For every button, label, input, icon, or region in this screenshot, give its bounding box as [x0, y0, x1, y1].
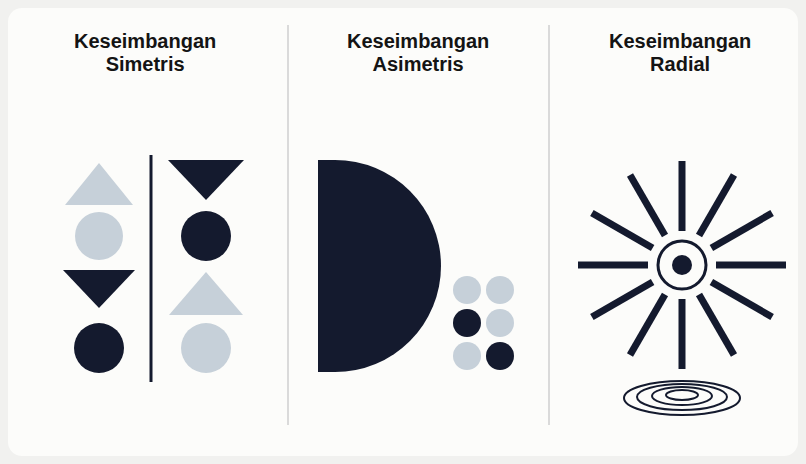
radial-spoke — [592, 282, 653, 317]
radial-spoke — [711, 213, 772, 248]
panel-heading: Keseimbangan Asimetris — [347, 30, 489, 76]
radial-spoke — [699, 175, 734, 236]
panel-heading: Keseimbangan Radial — [609, 30, 751, 76]
radial-spoke — [679, 161, 686, 231]
radial-spoke — [716, 262, 786, 269]
radial-shapes — [578, 161, 786, 415]
radial-spoke — [578, 262, 648, 269]
radial-spoke — [699, 294, 734, 355]
radial-spoke — [711, 282, 772, 317]
asymmetric-shapes — [318, 160, 514, 372]
radial-spoke — [630, 175, 665, 236]
panel-heading: Keseimbangan Simetris — [74, 30, 216, 76]
radial-spoke — [592, 213, 653, 248]
radial-spoke — [679, 299, 686, 369]
radial-spoke — [630, 294, 665, 355]
symmetric-shapes — [63, 155, 244, 382]
